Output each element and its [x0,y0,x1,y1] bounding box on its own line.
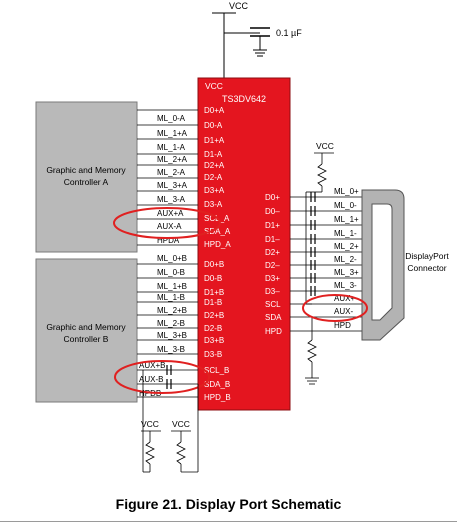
chip-pin-out: D3+ [265,274,280,283]
signal-label: ML_3+A [157,181,188,190]
chip-pin-b: D0+B [204,260,224,269]
chip-pin-b: SCL_B [204,366,229,375]
chip-pin-a: D2+A [204,161,225,170]
chip-pin-b: D3-B [204,350,222,359]
controller-a-signals: ML_0-A ML_1+A ML_1-A ML_2+A ML_2-A ML_3+… [157,114,188,245]
signal-label: ML_2+B [157,306,187,315]
chip-pin-out: D0– [265,207,280,216]
connector-signal: ML_2- [334,255,357,264]
connector-signal: ML_3- [334,281,357,290]
capacitor-label: 0.1 µF [276,28,302,38]
signal-label: ML_3-B [157,345,185,354]
chip-pin-b: D2-B [204,324,222,333]
chip-pin-b: D3+B [204,336,224,345]
ts3dv642-chip [197,77,291,411]
signal-label: ML_2-B [157,319,185,328]
figure-caption: Figure 21. Display Port Schematic [115,496,342,512]
controller-b-name-line2: Controller B [64,334,109,344]
chip-pin-b: HPD_B [204,393,231,402]
connector-signal: ML_1+ [334,215,359,224]
connector-signal: ML_0+ [334,187,359,196]
signal-label: AUX-B [139,375,163,384]
controller-b-signals: ML_0+B ML_0-B ML_1+B ML_1-B ML_2+B ML_2-… [139,254,187,398]
chip-pins-right: D0+ D0– D1+ D1– D2+ D2– D3+ D3– SCL SDA … [265,193,282,336]
connector-pull-resistors [305,152,334,385]
controller-b-box [35,258,138,403]
signal-label: ML_1+A [157,129,188,138]
highlight-ellipse-aux-b [114,360,210,394]
connector-vcc-label: VCC [316,141,334,151]
controller-a-name-line1: Graphic and Memory [46,165,126,175]
connector-name-line1: DisplayPort [405,251,449,261]
chip-pin-out: D0+ [265,193,280,202]
signal-label: ML_0-A [157,114,186,123]
controller-b-name-line1: Graphic and Memory [46,322,126,332]
chip-pin-out: D1– [265,235,280,244]
chip-pin-out: D1+ [265,221,280,230]
supply-vcc-label: VCC [229,1,249,11]
chip-pin-b: D1+B [204,288,224,297]
chip-pin-a: D3+A [204,186,225,195]
connector-signal: ML_3+ [334,268,359,277]
chip-pin-a: D1+A [204,136,225,145]
signal-label: AUX+B [139,361,165,370]
signal-label: ML_1+B [157,282,187,291]
connector-signal: ML_0- [334,201,357,210]
connector-slot [371,203,393,321]
chip-pin-out: D2– [265,261,280,270]
signal-label: ML_2+A [157,155,188,164]
signal-label: ML_1-A [157,143,186,152]
chip-pin-a: D1-A [204,150,223,159]
signal-label: AUX-A [157,222,182,231]
chip-pin-a: D0-A [204,121,223,130]
signal-label: HPDA [157,236,180,245]
bottom-divider [0,521,457,522]
controller-b-coupling-caps [166,365,172,389]
bottom-pullups [141,370,199,473]
controller-a-box [35,101,138,253]
chip-pin-b: SDA_B [204,380,230,389]
chip-pin-a: SDA_A [204,227,231,236]
pullup-vcc-left: VCC [141,419,159,429]
chip-pin-a: D0+A [204,106,225,115]
chip-pin-out: SDA [265,313,282,322]
highlight-ellipse-aux-connector [302,294,368,322]
signal-label: AUX+A [157,209,184,218]
chip-pin-out: D3– [265,287,280,296]
signal-label: ML_1-B [157,293,185,302]
signal-label: ML_0+B [157,254,187,263]
connector-signal: ML_2+ [334,242,359,251]
chip-pin-b: D2+B [204,311,224,320]
signal-label: ML_3-A [157,195,186,204]
signal-label: ML_3+B [157,331,187,340]
display-port-schematic: VCC 0.1 µF VCC TS3DV642 D0+A D0-A D1+A D… [35,1,449,473]
chip-pin-out: D2+ [265,248,280,257]
connector-signals: ML_0+ ML_0- ML_1+ ML_1- ML_2+ ML_2- ML_3… [334,187,359,330]
chip-pin-b: D1-B [204,298,222,307]
chip-pin-a: HPD_A [204,240,231,249]
connector-signal: AUX+ [334,294,355,303]
controller-a-wires [137,109,198,246]
connector-signal: AUX- [334,307,353,316]
highlight-ellipse-aux-a [113,207,221,239]
controller-a-name-line2: Controller A [64,177,109,187]
chip-pin-out: HPD [265,327,282,336]
chip-pin-out: SCL [265,300,281,309]
connector-name-line2: Connector [407,263,446,273]
pullup-vcc-right: VCC [172,419,190,429]
supply-section [212,12,270,78]
chip-pins-b: D0+B D0-B D1+B D1-B D2+B D2-B D3+B D3-B … [204,260,231,402]
signal-label: ML_2-A [157,168,186,177]
chip-pin-b: D0-B [204,274,222,283]
output-coupling-caps [310,192,316,296]
output-wires [290,196,362,332]
chip-part-number: TS3DV642 [222,94,266,104]
signal-label: ML_0-B [157,268,185,277]
chip-vcc-pin: VCC [205,81,223,91]
chip-pin-a: D2-A [204,173,223,182]
connector-signal: HPD [334,321,351,330]
chip-pin-a: D3-A [204,200,223,209]
connector-signal: ML_1- [334,229,357,238]
displayport-connector [361,189,405,341]
